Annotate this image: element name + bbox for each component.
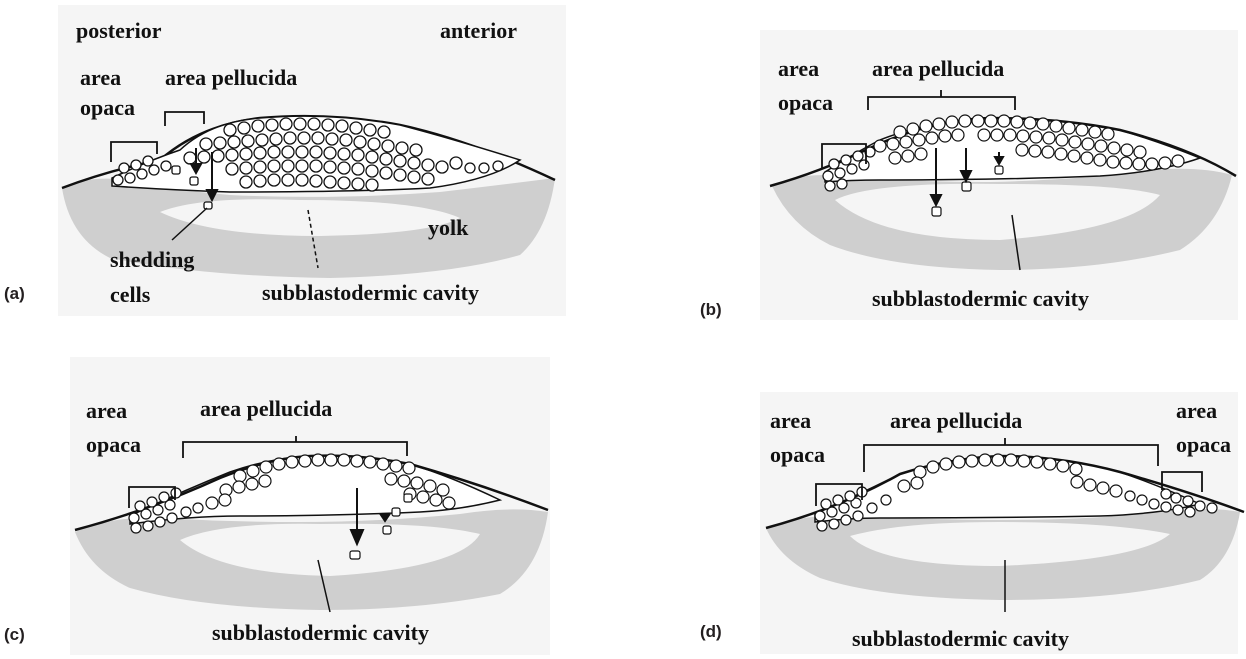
bracket-area-pellucida-c (183, 436, 407, 458)
label-area-a: area (80, 65, 121, 90)
panel-c: area opaca area pellucida subblastodermi… (75, 396, 548, 645)
panel-a: posterior anterior area opaca area pellu… (62, 18, 555, 307)
label-area-right-d: area (1176, 398, 1217, 423)
label-cavity-c: subblastodermic cavity (212, 620, 429, 645)
label-opaca-right-d: opaca (1176, 432, 1231, 457)
label-opaca-left-d: opaca (770, 442, 825, 467)
label-shedding: shedding (110, 247, 194, 272)
label-anterior: anterior (440, 18, 517, 43)
label-area-pellucida-b: area pellucida (872, 56, 1004, 81)
label-area-b: area (778, 56, 819, 81)
label-area-pellucida-c: area pellucida (200, 396, 332, 421)
panel-b: area opaca area pellucida subblastodermi… (770, 56, 1236, 311)
bracket-area-pellucida-a (165, 112, 204, 126)
bracket-area-pellucida-b (868, 90, 1015, 110)
label-cavity-b: subblastodermic cavity (872, 286, 1089, 311)
label-posterior: posterior (76, 18, 162, 43)
label-opaca-b: opaca (778, 90, 833, 115)
label-yolk: yolk (428, 215, 469, 240)
label-opaca-a: opaca (80, 95, 135, 120)
label-area-c: area (86, 398, 127, 423)
label-opaca-c: opaca (86, 432, 141, 457)
label-area-pellucida-a: area pellucida (165, 65, 297, 90)
label-cavity-a: subblastodermic cavity (262, 280, 479, 305)
label-area-left-d: area (770, 408, 811, 433)
label-area-pellucida-d: area pellucida (890, 408, 1022, 433)
label-cells: cells (110, 282, 151, 307)
panel-d: area opaca area pellucida area opaca sub… (766, 398, 1244, 651)
label-cavity-d: subblastodermic cavity (852, 626, 1069, 651)
